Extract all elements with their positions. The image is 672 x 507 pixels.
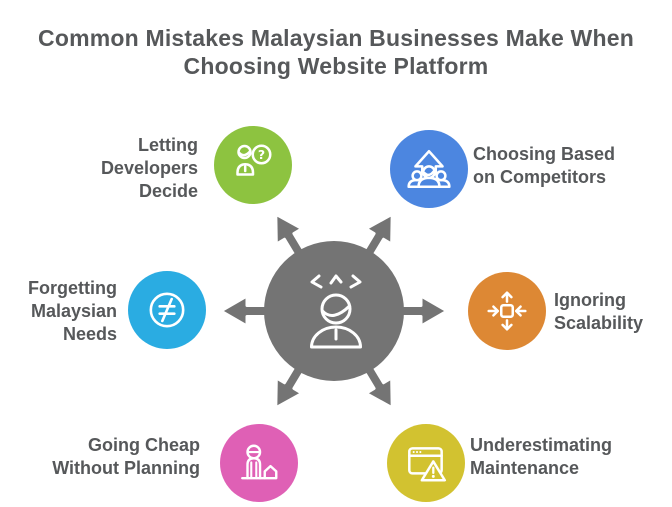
- svg-text:?: ?: [258, 147, 265, 162]
- node-label-going-cheap-without-planning: Going Cheap Without Planning: [52, 435, 200, 478]
- node-label-underestimating-maintenance: Underestimating Maintenance: [470, 435, 613, 478]
- node-underestimating-maintenance: [387, 424, 465, 502]
- scale-arrows-icon: [487, 291, 527, 331]
- competitors-growth-icon: [407, 150, 451, 188]
- node-forgetting-malaysian-needs: [128, 271, 206, 349]
- hub-circle: [264, 241, 404, 381]
- node-going-cheap-without-planning: [220, 424, 298, 502]
- stressed-person-icon: [310, 274, 362, 349]
- cheap-person-house-icon: [241, 444, 278, 480]
- developer-question-icon: ?: [236, 144, 272, 176]
- node-label-choosing-based-on-competitors: Choosing Based on Competitors: [473, 144, 616, 187]
- page-title: Common Mistakes Malaysian Businesses Mak…: [0, 24, 672, 80]
- node-choosing-based-on-competitors: [390, 130, 468, 208]
- node-letting-developers-decide: ?: [214, 126, 292, 204]
- not-equal-icon: [149, 292, 185, 328]
- node-ignoring-scalability: [468, 272, 546, 350]
- node-label-forgetting-malaysian-needs: Forgetting Malaysian Needs: [28, 278, 117, 344]
- page-title-line-2: When Choosing Website Platform: [183, 25, 634, 79]
- page-title-line-1: Common Mistakes Malaysian Businesses Mak…: [38, 25, 564, 51]
- node-label-letting-developers-decide: Letting Developers Decide: [100, 135, 198, 201]
- browser-warning-icon: [408, 447, 447, 482]
- node-label-ignoring-scalability: Ignoring Scalability: [554, 290, 644, 333]
